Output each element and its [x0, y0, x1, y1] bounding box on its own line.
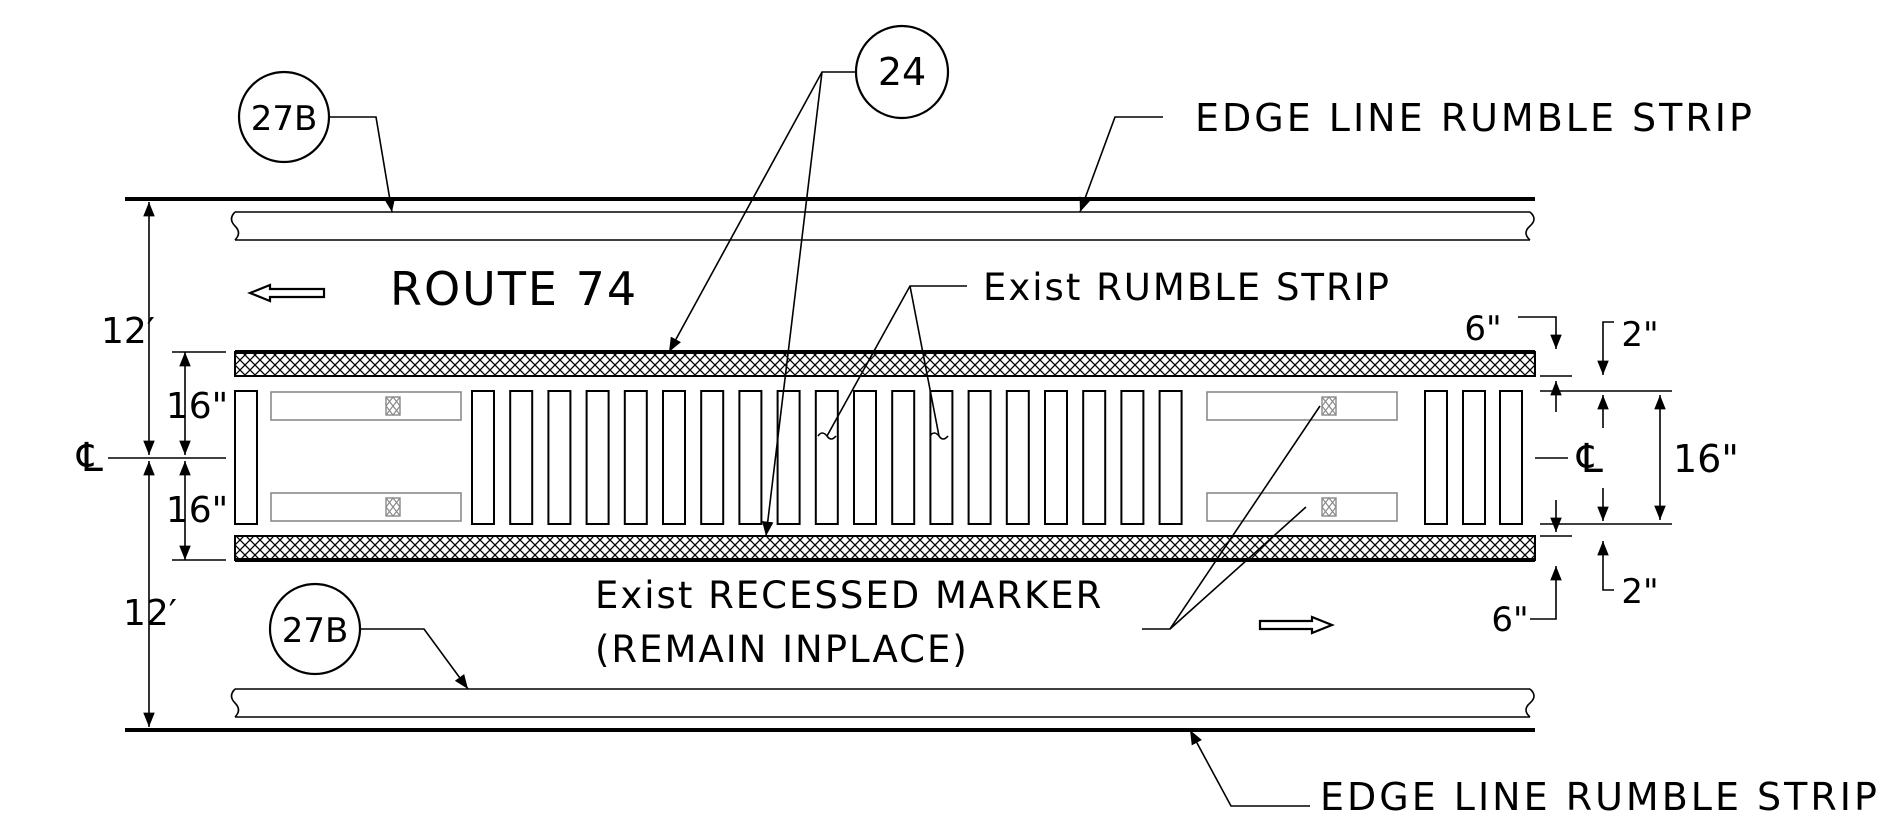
recessed-marker-housing — [270, 391, 462, 421]
eastbound-arrow-icon — [1258, 615, 1335, 635]
westbound-arrow-icon — [247, 283, 326, 303]
dim-rumble-top-label: 16" — [166, 386, 228, 427]
rumble-bar — [776, 390, 801, 525]
rumble-bar — [700, 390, 725, 525]
dim-six-top-label: 6" — [1464, 309, 1501, 349]
edge-rumble-strip-bottom — [230, 688, 1535, 718]
rumble-bar — [547, 390, 572, 525]
edge-line-label-top: EDGE LINE RUMBLE STRIP — [1195, 96, 1755, 140]
reflector-icon — [1321, 497, 1337, 517]
rumble-bar — [891, 390, 916, 525]
leader-edge-bottom — [1189, 729, 1310, 807]
centerline-rumble-bars — [234, 390, 1523, 525]
rumble-bar — [234, 390, 258, 525]
dim-two-bottom-leader — [1602, 580, 1614, 591]
dim-two-top-leader — [1602, 321, 1614, 333]
rumble-bar — [1499, 390, 1523, 525]
callout-27b-bottom: 27B — [268, 582, 362, 676]
leader-exist-marker — [1169, 506, 1307, 630]
rumble-bar — [1005, 390, 1030, 525]
dim-six-top-leader — [1518, 316, 1562, 349]
recessed-marker-housing — [1206, 391, 1398, 421]
break-mark — [929, 432, 949, 440]
rumble-bar — [967, 390, 992, 525]
recessed-marker-housing — [1206, 492, 1398, 522]
centerline-right-symbol: ℄ — [1576, 436, 1603, 482]
centerline-left-symbol: ℄ — [76, 435, 103, 481]
dim-rumble-bottom-label: 16" — [166, 490, 228, 531]
recessed-marker-housing — [270, 492, 462, 522]
leader-27b-top — [330, 116, 396, 213]
rumble-bar — [623, 390, 648, 525]
leader-exist-rumble — [909, 285, 940, 437]
rumble-bar — [509, 390, 534, 525]
hatched-band-bottom — [234, 535, 1536, 561]
callout-24-label: 24 — [878, 50, 926, 94]
rumble-bar — [929, 390, 954, 525]
exist-rumble-label: Exist RUMBLE STRIP — [983, 266, 1391, 309]
rumble-bar — [585, 390, 610, 525]
edge-rumble-strip-top — [230, 211, 1535, 241]
dim-lane-bottom-label: 12′ — [123, 593, 177, 634]
rumble-bar — [1158, 390, 1183, 525]
dim-right-16-label: 16" — [1673, 437, 1739, 481]
dim-lane-top-label: 12′ — [101, 311, 155, 352]
rumble-bar — [853, 390, 877, 525]
rumble-bar — [814, 390, 839, 525]
rumble-bar — [1044, 390, 1068, 525]
recessed-marker-reflectors — [385, 396, 1337, 517]
dim-two-top-label: 2" — [1621, 315, 1658, 355]
reflector-icon — [385, 396, 401, 416]
leader-24 — [762, 71, 823, 537]
rumble-bar — [1424, 390, 1448, 525]
reflector-icon — [1321, 396, 1337, 416]
callout-27b-top-label: 27B — [251, 99, 318, 139]
reflector-icon — [385, 497, 401, 517]
recessed-marker-group — [270, 391, 1398, 522]
callout-24: 24 — [854, 24, 950, 120]
edge-line-label-bottom: EDGE LINE RUMBLE STRIP — [1320, 775, 1880, 816]
dim-six-bottom-label: 6" — [1491, 600, 1528, 640]
leader-edge-top — [1079, 116, 1163, 213]
exist-marker-label-line2: (REMAIN INPLACE) — [595, 628, 969, 671]
leader-27b-bottom — [360, 628, 469, 690]
rumble-bar — [662, 390, 686, 525]
rumble-bar — [471, 390, 495, 525]
rumble-bar — [1120, 390, 1145, 525]
dim-six-bottom-leader — [1530, 566, 1562, 620]
rumble-bar — [1462, 390, 1486, 525]
rumble-bar — [1082, 390, 1107, 525]
break-mark — [817, 432, 837, 440]
hatched-band-top — [234, 351, 1536, 377]
callout-27b-bottom-label: 27B — [282, 611, 349, 651]
exist-marker-label-line1: Exist RECESSED MARKER — [595, 574, 1103, 617]
rumble-bar — [738, 390, 763, 525]
route-label: ROUTE 74 — [390, 262, 638, 316]
callout-27b-top: 27B — [237, 70, 331, 164]
dim-two-bottom-label: 2" — [1621, 572, 1658, 612]
